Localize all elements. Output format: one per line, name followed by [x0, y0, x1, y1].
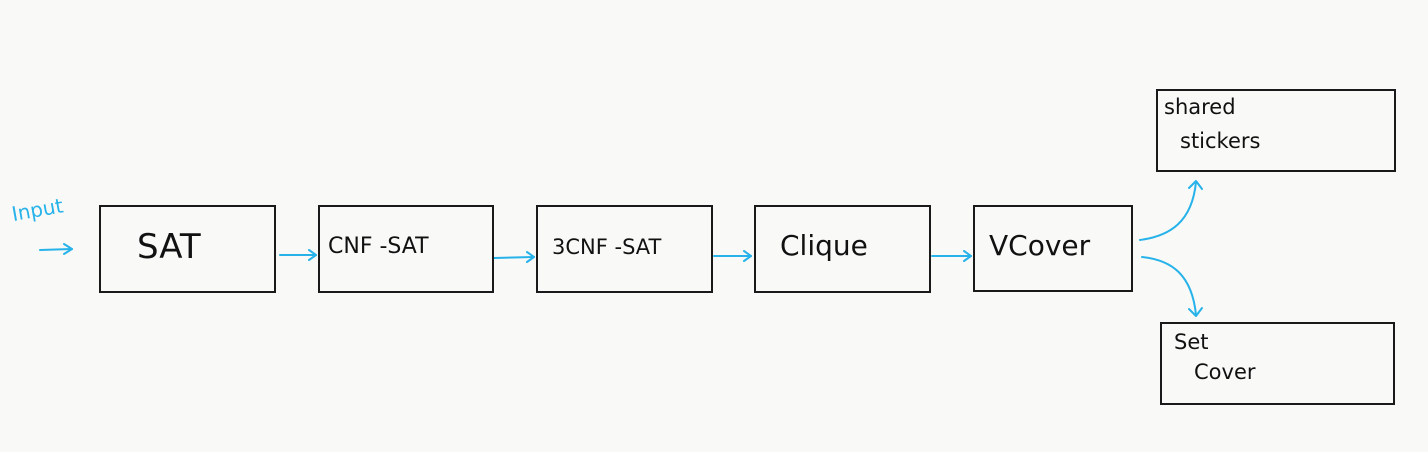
node-cnf-sat: CNF -SAT: [318, 205, 494, 293]
node-clique: Clique: [754, 205, 931, 293]
node-sat: SAT: [99, 205, 276, 293]
arrow-3cnf-sat-to-clique: [713, 250, 752, 262]
node-cnf-sat-label: CNF -SAT: [328, 234, 429, 259]
input-arrow: [39, 243, 73, 255]
node-3cnf-sat-label: 3CNF -SAT: [552, 235, 662, 259]
arrow-vcover-to-set-cover: [1141, 256, 1203, 317]
node-vcover: VCover: [973, 205, 1133, 292]
node-shared-stickers: shared stickers: [1156, 89, 1396, 172]
arrow-clique-to-vcover: [931, 250, 972, 262]
node-shared-stickers-line1: shared: [1164, 95, 1236, 119]
node-vcover-label: VCover: [989, 229, 1091, 262]
arrow-cnf-sat-to-3cnf-sat: [493, 251, 535, 263]
node-clique-label: Clique: [780, 229, 868, 262]
node-shared-stickers-line2: stickers: [1180, 129, 1261, 153]
arrow-vcover-to-shared-stickers: [1139, 180, 1203, 241]
node-set-cover-line1: Set: [1174, 330, 1209, 354]
node-set-cover: Set Cover: [1160, 322, 1395, 405]
arrow-sat-to-cnf-sat: [279, 249, 317, 261]
node-set-cover-line2: Cover: [1194, 360, 1256, 384]
node-sat-label: SAT: [137, 227, 201, 267]
node-3cnf-sat: 3CNF -SAT: [536, 205, 713, 293]
